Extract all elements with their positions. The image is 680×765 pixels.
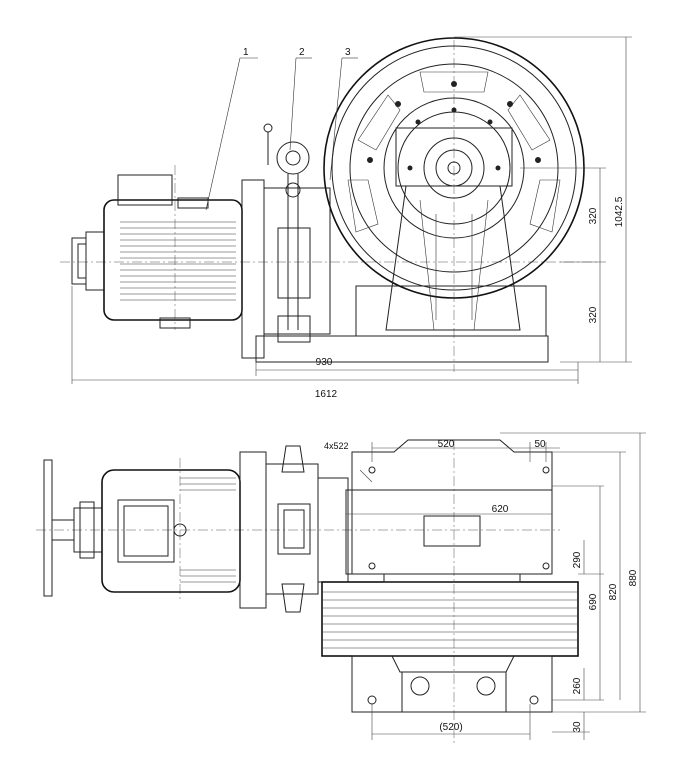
dim-bolts-4x522: 4x522 [324, 441, 349, 451]
callout-leaders [205, 57, 358, 211]
dim-base-930: 930 [316, 357, 333, 368]
front-elevation-view: 1 2 3 1042.5 320 320 930 1612 [60, 36, 632, 400]
plan-bottom-dimension-lines [371, 704, 531, 740]
gearbox-housing [385, 127, 521, 331]
plan-top-dimension-lines [346, 442, 560, 515]
dim-v-30: 30 [572, 721, 583, 733]
dim-v-880: 880 [628, 569, 639, 586]
dim-top-50: 50 [534, 439, 546, 450]
brake-assembly [263, 123, 311, 343]
plan-sheave-drum [321, 573, 579, 657]
callout-3: 3 [345, 47, 351, 58]
plan-flange [239, 445, 349, 613]
horizontal-dimension-lines [71, 286, 579, 384]
plan-motor-body [101, 469, 241, 593]
dim-top-520: 520 [438, 439, 455, 450]
encoder-assembly [71, 231, 105, 291]
motor-body [103, 174, 243, 329]
gearbox-base [355, 285, 547, 337]
dim-overall-1612: 1612 [315, 389, 338, 400]
plan-gearbox [345, 439, 553, 575]
callout-2: 2 [299, 47, 305, 58]
base-plate [255, 335, 549, 363]
plan-view: 4x522 520 50 620 (520) 290 690 [36, 432, 646, 745]
dim-mid-620: 620 [492, 504, 509, 515]
plan-vertical-dimension-lines [500, 432, 646, 740]
dim-lower-320: 320 [588, 306, 599, 323]
motor-flange [241, 179, 331, 359]
dim-v-820: 820 [608, 583, 619, 600]
plan-base-foot [351, 655, 553, 713]
vertical-dimension-lines [454, 36, 632, 363]
callout-1: 1 [243, 47, 249, 58]
handwheel [43, 459, 103, 597]
dim-bottom-520: (520) [439, 722, 462, 733]
dim-v-690: 690 [588, 593, 599, 610]
dim-v-260: 260 [572, 677, 583, 694]
dim-upper-320: 320 [588, 207, 599, 224]
dim-v-290: 290 [572, 551, 583, 568]
dim-height-total: 1042.5 [614, 196, 625, 227]
